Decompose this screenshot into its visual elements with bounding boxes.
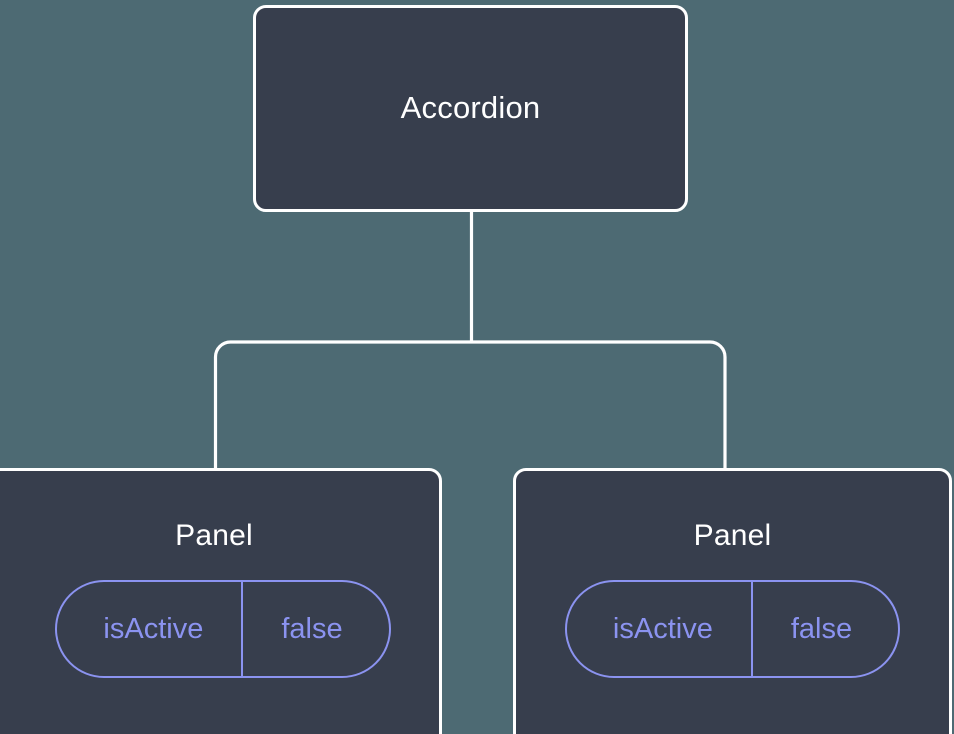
node-panel-1[interactable]: Panel isActive false — [0, 468, 442, 734]
node-title: Accordion — [400, 90, 541, 126]
prop-value: false — [750, 582, 898, 676]
prop-value: false — [241, 582, 388, 676]
node-title: Panel — [693, 519, 772, 552]
node-panel-2[interactable]: Panel isActive false — [513, 468, 952, 734]
prop-name: isActive — [103, 612, 204, 645]
prop-name: isActive — [612, 612, 713, 645]
node-title: Panel — [175, 519, 253, 552]
prop-pill-isactive[interactable]: isActive false — [564, 580, 901, 678]
node-accordion[interactable]: Accordion — [253, 5, 688, 212]
prop-pill-isactive[interactable]: isActive false — [55, 580, 391, 678]
